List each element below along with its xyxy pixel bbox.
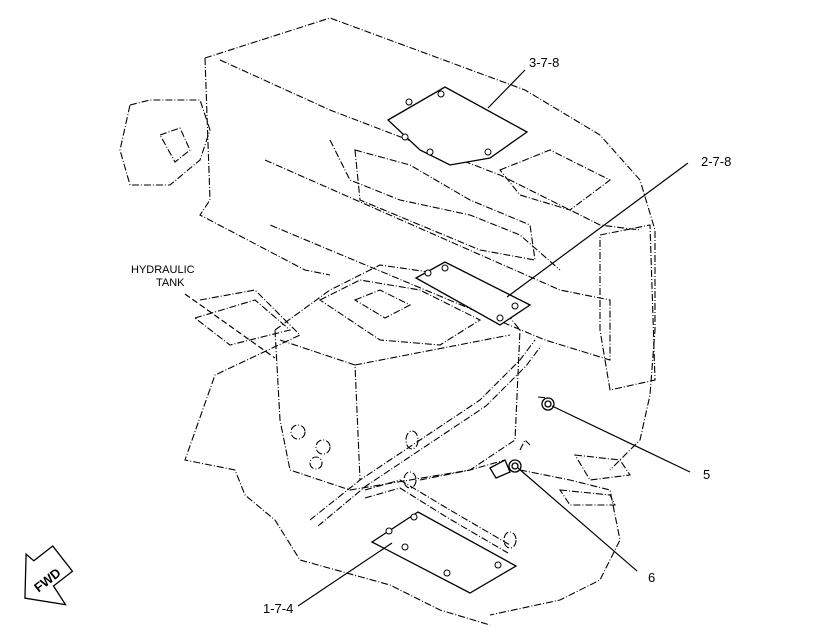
line-clamp-3 (503, 531, 517, 549)
hydraulic-tank-top (318, 279, 482, 346)
lower-frame-left (184, 289, 491, 626)
frame-top-ridge (219, 59, 641, 231)
bolt-icon (426, 148, 434, 156)
line-clamp-1 (405, 430, 419, 450)
bolt-icon (401, 543, 409, 551)
tank-port-2 (315, 439, 331, 455)
bolt-icon (494, 561, 502, 569)
leader-1-7-4 (297, 542, 393, 607)
leader-hydraulic-tank (184, 293, 276, 359)
hydraulic-tank-side-face (354, 334, 511, 366)
bolt-icon (385, 527, 393, 535)
fwd-arrow-icon: FWD (24, 545, 74, 606)
lower-frame-bracket (193, 299, 292, 346)
bolt-icon (437, 90, 445, 98)
hydraulic-tank-label-line2: TANK (156, 277, 185, 289)
bolt-icon (405, 98, 413, 106)
hydraulic-line-b (317, 345, 542, 527)
leader-3-7-8 (487, 69, 526, 109)
bolt-icon (424, 269, 432, 277)
leader-6 (517, 467, 638, 572)
tank-port-1 (290, 424, 306, 440)
bolt-icon (410, 513, 418, 521)
frame-inner-box (354, 149, 536, 261)
callout-6: 6 (648, 570, 655, 585)
frame-inner-channel (329, 139, 561, 271)
leader-2-7-8 (506, 162, 689, 298)
hydraulic-line-d (364, 487, 509, 554)
lower-frame-foot (558, 489, 616, 506)
cover-plate-3-7-8 (386, 86, 529, 166)
hydraulic-tank-front-face (279, 339, 361, 481)
lower-frame-step (573, 454, 631, 481)
hydraulic-line-e (419, 459, 506, 481)
hydraulic-tank-outline (274, 264, 521, 491)
callout-5: 5 (703, 467, 710, 482)
hydraulic-line-c (364, 479, 511, 546)
hydraulic-line-a (309, 339, 536, 521)
frame-left-edge (199, 57, 331, 276)
upper-frame-outline (204, 17, 656, 471)
bolt-icon (443, 569, 451, 577)
frame-right-panel (599, 224, 656, 391)
fitting-5 (537, 396, 555, 411)
cover-plate-1-7-4 (370, 511, 518, 594)
fitting-6 (489, 439, 531, 479)
lower-frame-right (489, 469, 621, 616)
hydraulic-tank-label-line1: HYDRAULIC (131, 264, 195, 276)
callout-1-7-4: 1-7-4 (263, 601, 293, 616)
line-clamp-2 (403, 471, 417, 489)
hydraulic-tank-filler (353, 289, 412, 319)
bolt-icon (441, 264, 449, 272)
bolt-icon (401, 133, 409, 141)
frame-side-beam (264, 159, 611, 361)
tank-port-3 (309, 456, 323, 470)
frame-rear-wall (119, 99, 211, 186)
bolt-icon (511, 302, 519, 310)
leader-5 (551, 405, 691, 473)
bolt-icon (484, 148, 492, 156)
callout-2-7-8: 2-7-8 (701, 154, 731, 169)
cover-plate-2-7-8 (414, 261, 532, 326)
frame-rear-cutout (159, 127, 191, 163)
frame-window (499, 149, 612, 211)
bolt-icon (496, 314, 504, 322)
callout-3-7-8: 3-7-8 (529, 55, 559, 70)
